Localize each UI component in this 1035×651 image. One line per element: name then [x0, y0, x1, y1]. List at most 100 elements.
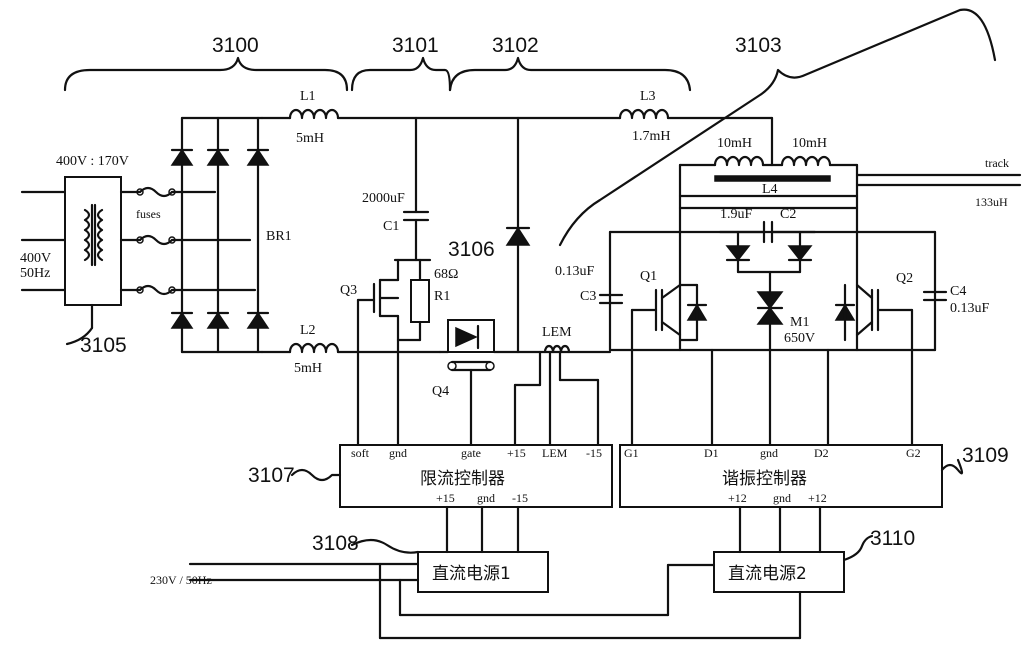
- q2-label: Q2: [896, 271, 913, 286]
- capacitor-c3: [598, 293, 624, 305]
- fuses: [119, 186, 257, 296]
- psu2-wiring: [666, 505, 874, 640]
- brace-3102: [448, 56, 692, 92]
- inductor-l2: [260, 342, 442, 354]
- c2-out-plus12b: +12: [808, 491, 827, 505]
- l2-value: 5mH: [294, 361, 322, 376]
- resistor-r1: [396, 258, 430, 342]
- c2-pin-g2: G2: [906, 446, 921, 460]
- igbt-q1: [630, 283, 708, 447]
- transformer: [64, 176, 122, 346]
- c1-value: 2000uF: [362, 191, 405, 206]
- c2-value: 1.9uF: [720, 207, 753, 222]
- ref-3100: 3100: [212, 34, 259, 57]
- leader-3108: [350, 538, 420, 554]
- controller1-title: 限流控制器: [420, 469, 505, 489]
- psu2-box: [713, 551, 845, 593]
- input-lines: [20, 190, 67, 292]
- ref-3106: 3106: [448, 238, 495, 261]
- track-lines: [855, 173, 1022, 187]
- c2-pin-d2: D2: [814, 446, 829, 460]
- inductor-l4: [713, 155, 832, 182]
- psu2-title: 直流电源2: [728, 564, 807, 584]
- c2-pin-d1: D1: [704, 446, 719, 460]
- igbt-q2: [834, 283, 914, 447]
- bridge-rectifier: [170, 116, 270, 354]
- ref-3102: 3102: [492, 34, 539, 57]
- c1-out-minus15: -15: [512, 491, 528, 505]
- r1-value: 68Ω: [434, 267, 458, 282]
- l1-value: 5mH: [296, 131, 324, 146]
- l2-label: L2: [300, 323, 316, 338]
- psu1-title: 直流电源1: [432, 564, 511, 584]
- c1-pin-soft: soft: [351, 446, 370, 460]
- ref-3108: 3108: [312, 532, 359, 555]
- track-label: track: [985, 156, 1009, 170]
- c1-pin-gnd: gnd: [389, 446, 407, 460]
- capacitor-c1: [393, 116, 432, 262]
- capacitor-c4: [922, 290, 948, 302]
- c1-pin-minus15: -15: [586, 446, 602, 460]
- q3-label: Q3: [340, 283, 357, 298]
- l4-label: L4: [762, 182, 778, 197]
- resonant-leads: [710, 348, 830, 447]
- controller2-title: 谐振控制器: [722, 469, 807, 489]
- c3-value: 0.13uF: [555, 264, 595, 279]
- brace-3100: [63, 56, 349, 92]
- inductor-l1: [260, 108, 340, 120]
- capacitor-c2: [718, 220, 817, 244]
- top-rail: [336, 108, 774, 167]
- input-voltage-label: 400V: [20, 251, 51, 266]
- mosfet-q3: [356, 258, 400, 447]
- c4-value: 0.13uF: [950, 301, 990, 316]
- c1-pin-gate: gate: [461, 446, 481, 460]
- q1-label: Q1: [640, 269, 657, 284]
- l3-value: 1.7mH: [632, 129, 671, 144]
- ref-3107: 3107: [248, 464, 295, 487]
- c2-out-gnd: gnd: [773, 491, 791, 505]
- lem-sensor: [513, 344, 600, 447]
- resonant-controller: [619, 444, 943, 508]
- l1-label: L1: [300, 89, 316, 104]
- c2-label: C2: [780, 207, 796, 222]
- freewheel-diode: [505, 116, 531, 354]
- c1-out-plus15: +15: [436, 491, 455, 505]
- lem-label: LEM: [542, 325, 572, 340]
- m1-value: 650V: [784, 331, 815, 346]
- brace-3101: [350, 56, 452, 92]
- q4-label: Q4: [432, 384, 449, 399]
- igbt-q4: [438, 319, 612, 447]
- brace-3103: [558, 8, 997, 247]
- track-value: 133uH: [975, 195, 1008, 209]
- mains-label: 230V / 50Hz: [150, 573, 212, 587]
- l4a-value: 10mH: [717, 136, 752, 151]
- c2-pin-g1: G1: [624, 446, 639, 460]
- r1-label: R1: [434, 289, 450, 304]
- leader-3109: [940, 458, 964, 475]
- fuses-label: fuses: [136, 207, 161, 221]
- c2-out-plus12a: +12: [728, 491, 747, 505]
- c2-pin-gnd: gnd: [760, 446, 778, 460]
- input-freq-label: 50Hz: [20, 266, 50, 281]
- c3-label: C3: [580, 289, 596, 304]
- c4-label: C4: [950, 284, 966, 299]
- c1-out-gnd: gnd: [477, 491, 495, 505]
- psu1-wiring: [188, 505, 802, 640]
- leader-3107: [290, 468, 342, 482]
- c1-pin-plus15: +15: [507, 446, 526, 460]
- ref-3109: 3109: [962, 444, 1009, 467]
- ref-3103: 3103: [735, 34, 782, 57]
- bridge-label: BR1: [266, 229, 292, 244]
- l3-label: L3: [640, 89, 656, 104]
- l4b-value: 10mH: [792, 136, 827, 151]
- ref-3110: 3110: [870, 527, 915, 550]
- leader-3110: [842, 534, 874, 562]
- transformer-ratio-label: 400V : 170V: [56, 154, 129, 169]
- ref-3101: 3101: [392, 34, 439, 57]
- c1-label: C1: [383, 219, 399, 234]
- ref-3105: 3105: [80, 334, 127, 357]
- m1-label: M1: [790, 315, 809, 330]
- c1-pin-lem: LEM: [542, 446, 568, 460]
